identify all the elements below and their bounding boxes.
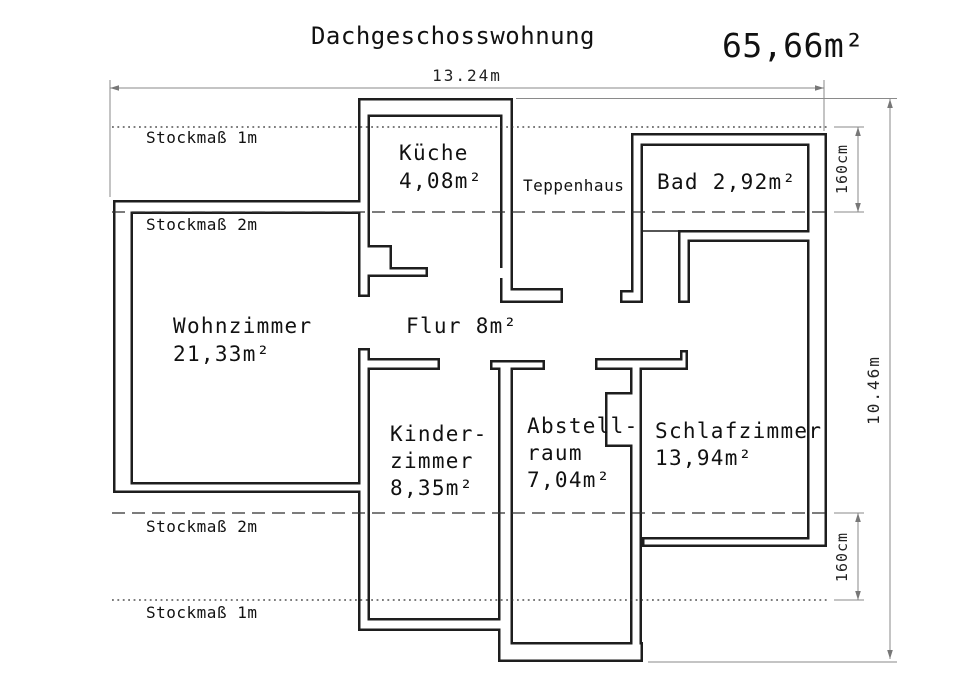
room-label-schlafzimmer: Schlafzimmer: [655, 419, 822, 443]
room-label-wohnzimmer: Wohnzimmer: [173, 314, 312, 338]
stockmass-2m-bottom-label: Stockmaß 2m: [146, 517, 257, 536]
room-label-abstellraum-1: Abstell-: [527, 414, 639, 438]
room-area-kueche: 4,08m²: [399, 169, 483, 193]
room-label-bad: Bad 2,92m²: [657, 170, 796, 194]
height-dimension-label: 10.46m: [864, 355, 883, 425]
stockmass-2m-top-label: Stockmaß 2m: [146, 215, 257, 234]
knee-height-bottom-label: 160cm: [833, 532, 851, 582]
room-label-kinderzimmer-2: zimmer: [390, 449, 474, 473]
dimension-lines: [109, 80, 897, 663]
stockmass-1m-bottom-label: Stockmaß 1m: [146, 603, 257, 622]
room-label-teppenhaus: Teppenhaus: [523, 176, 624, 195]
width-dimension-label: 13.24m: [432, 66, 502, 85]
room-label-kinderzimmer-1: Kinder-: [390, 422, 488, 446]
knee-height-top-label: 160cm: [833, 144, 851, 194]
reference-lines: [112, 126, 828, 601]
page-title: Dachgeschosswohnung: [311, 22, 595, 50]
room-area-abstellraum: 7,04m²: [527, 468, 611, 492]
room-area-kinderzimmer: 8,35m²: [390, 476, 474, 500]
room-label-flur: Flur 8m²: [406, 314, 518, 338]
stockmass-1m-top-label: Stockmaß 1m: [146, 128, 257, 147]
room-area-wohnzimmer: 21,33m²: [173, 342, 271, 366]
labels-layer: Dachgeschosswohnung 65,66m² 13.24m 10.46…: [146, 22, 883, 622]
room-label-kueche: Küche: [399, 141, 469, 165]
room-label-abstellraum-2: raum: [527, 441, 583, 465]
total-area-label: 65,66m²: [722, 26, 865, 65]
room-area-schlafzimmer: 13,94m²: [655, 446, 753, 470]
wall-inner-faces: [115, 100, 825, 660]
